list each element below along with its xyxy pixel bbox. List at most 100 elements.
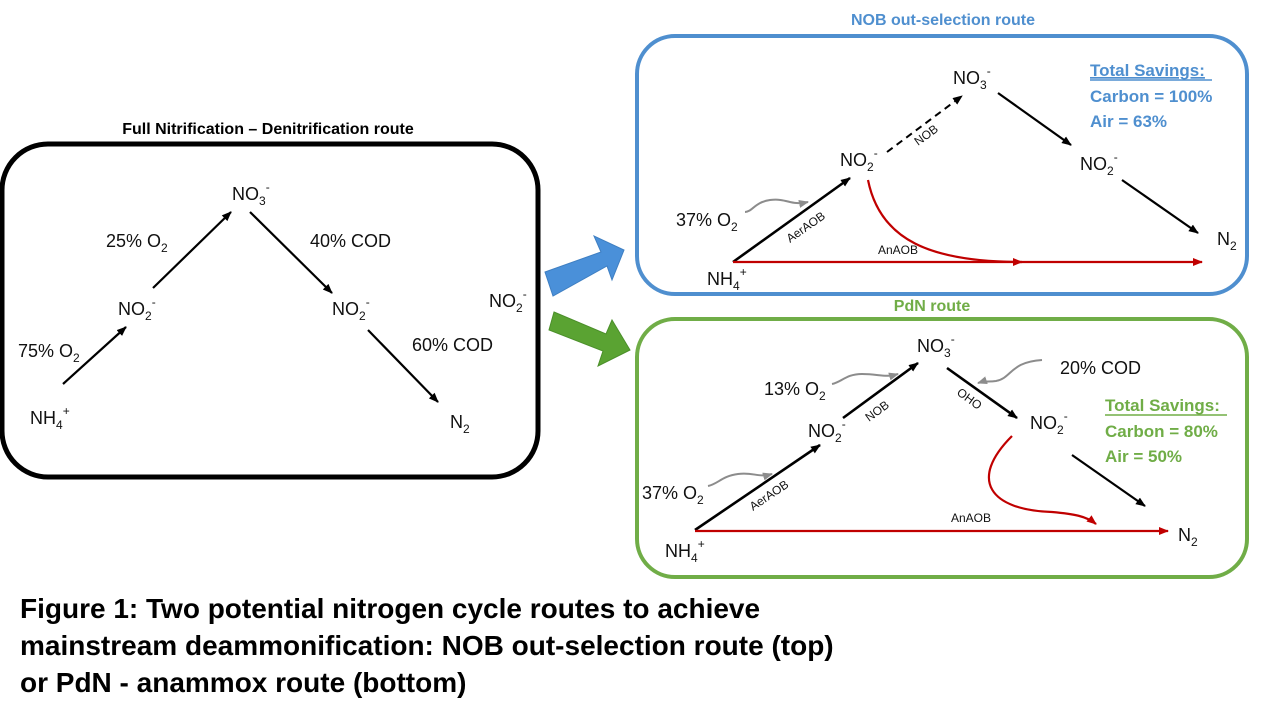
formula-base: NH [30,408,56,428]
full-cod-60-label: 60% COD [412,335,493,355]
full-arrow-nh4-no2 [62,326,127,385]
formula-base: 75% O [18,341,73,361]
nob-anammox-curve [866,179,1023,266]
formula-subscript: 2 [819,389,826,403]
nob-nob-label: NOB [912,122,941,149]
formula-superscript: - [1064,409,1068,423]
pdn-cod-20-label: 20% COD [1060,358,1141,378]
nob-o2-label: 37% O2 [676,210,738,234]
formula-base: NO [1030,413,1057,433]
full-n2: N2 [450,412,470,436]
formula-superscript: - [523,287,527,301]
pdn-no2: NO2- [808,417,846,445]
nob-o2-curve [744,198,809,213]
nob-savings-air: Air = 63% [1090,112,1167,131]
formula-subscript: 2 [1230,239,1237,253]
pdn-no3: NO3- [917,332,955,360]
full-arrow-no2-no3 [152,211,232,289]
nob-anaob-label: AnAOB [878,243,918,257]
formula-superscript: - [842,417,846,431]
formula-subscript: 4 [56,418,63,432]
formula-subscript: 2 [359,309,366,323]
formula-base: NH [707,269,733,289]
nob-arrow-no2-no3-dashed [886,95,963,153]
formula-base: NO [232,184,259,204]
formula-superscript: - [366,295,370,309]
nob-no2: NO2- [840,146,878,174]
pdn-o2-13-label: 13% O2 [764,379,826,403]
full-no2-left: NO2- [118,295,156,323]
nob-savings-title: Total Savings: [1090,61,1205,80]
nob-arrow-nh4-no2 [732,176,851,264]
formula-base: N [1178,525,1191,545]
formula-subscript: 2 [516,301,523,315]
formula-superscript: - [951,332,955,346]
formula-base: NO [953,68,980,88]
formula-base: NO [1080,154,1107,174]
formula-base: NO [332,299,359,319]
nob-arrow-no3-no2 [997,92,1072,146]
full-o2-75-label: 75% O2 [18,341,80,365]
formula-subscript: 2 [731,220,738,234]
pdn-cod-curve [977,359,1043,384]
full-no2-right: NO2- [332,295,370,323]
pdn-arrow-no2-no3 [842,361,919,420]
caption-line-1: Figure 1: Two potential nitrogen cycle r… [20,593,761,624]
formula-subscript: 2 [835,431,842,445]
formula-subscript: 2 [161,241,168,255]
pdn-no2-right: NO2- [1030,409,1068,437]
nob-savings-carbon: Carbon = 100% [1090,87,1212,106]
formula-superscript: - [874,146,878,160]
formula-subscript: 2 [697,493,704,507]
pdn-n2: N2 [1178,525,1198,549]
nob-route-title: NOB out-selection route [851,12,1035,29]
caption-line-2: mainstream deammonification: NOB out-sel… [20,630,834,661]
formula-subscript: 2 [1191,535,1198,549]
pdn-anaob-label: AnAOB [951,511,991,525]
full-o2-25-label: 25% O2 [106,231,168,255]
formula-base: 13% O [764,379,819,399]
pdn-aeraob-label: AerAOB [747,477,791,513]
formula-base: NH [665,541,691,561]
pdn-savings-title: Total Savings: [1105,396,1220,415]
formula-base: 25% O [106,231,161,251]
formula-subscript: 2 [1057,423,1064,437]
figure-caption: Figure 1: Two potential nitrogen cycle r… [20,590,1120,701]
nob-arrow-no2-n2 [1121,179,1199,234]
formula-subscript: 2 [463,422,470,436]
formula-subscript: 3 [980,78,987,92]
formula-superscript: - [1114,150,1118,164]
pdn-o2-37-label: 37% O2 [642,483,704,507]
formula-base: NO [489,291,516,311]
formula-superscript: + [63,404,70,418]
pdn-route-title: PdN route [894,298,971,315]
pdn-route-panel [635,317,1249,579]
formula-base: 37% O [642,483,697,503]
pdn-anammox-curve [987,435,1097,525]
pdn-savings-air: Air = 50% [1105,447,1182,466]
formula-subscript: 2 [73,351,80,365]
middle-no2: NO2- [489,287,527,315]
formula-subscript: 3 [259,194,266,208]
full-cod-40-label: 40% COD [310,231,391,251]
formula-subscript: 4 [733,279,740,293]
formula-subscript: 3 [944,346,951,360]
formula-superscript: + [698,537,705,551]
formula-subscript: 2 [1107,164,1114,178]
formula-superscript: - [987,64,991,78]
full-arrow-no3-no2 [249,211,333,294]
full-route-panel [0,141,541,480]
pdn-savings-carbon: Carbon = 80% [1105,422,1218,441]
nob-no2-right: NO2- [1080,150,1118,178]
full-arrow-no2-n2 [367,329,439,403]
formula-subscript: 2 [867,160,874,174]
formula-base: NO [840,150,867,170]
formula-superscript: - [152,295,156,309]
nob-route-panel [635,34,1249,296]
full-nh4: NH4+ [30,404,70,432]
pdn-oho-label: OHO [954,385,984,412]
formula-base: N [1217,229,1230,249]
formula-base: 37% O [676,210,731,230]
formula-superscript: + [740,265,747,279]
